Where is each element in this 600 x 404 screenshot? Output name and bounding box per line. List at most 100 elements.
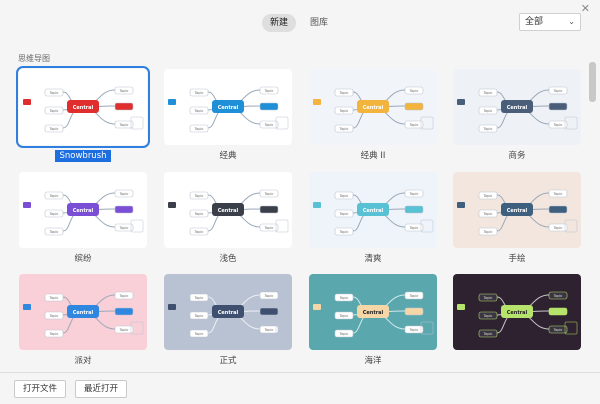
topic-node bbox=[478, 293, 498, 302]
floating-topic-marker bbox=[457, 304, 465, 310]
svg-text:Topic: Topic bbox=[194, 212, 204, 216]
topic-node bbox=[189, 124, 209, 133]
svg-text:Topic: Topic bbox=[339, 127, 349, 131]
topic-node bbox=[334, 329, 354, 338]
topic-node bbox=[44, 106, 64, 115]
svg-text:Topic: Topic bbox=[264, 89, 274, 93]
topic-node bbox=[259, 223, 279, 232]
close-icon[interactable]: ✕ bbox=[580, 2, 590, 15]
svg-text:Central: Central bbox=[363, 310, 384, 316]
svg-text:Topic: Topic bbox=[49, 314, 59, 318]
central-topic-node bbox=[67, 305, 99, 318]
recent-files-button[interactable]: 最近打开 bbox=[75, 380, 128, 398]
svg-text:Central: Central bbox=[507, 105, 528, 111]
svg-text:Topic: Topic bbox=[264, 123, 274, 127]
svg-text:Topic: Topic bbox=[409, 89, 419, 93]
topic-node bbox=[548, 120, 568, 129]
topic-node bbox=[259, 86, 279, 95]
template-label-text: 清爽 bbox=[364, 254, 382, 264]
svg-text:Topic: Topic bbox=[553, 294, 563, 298]
scrollbar-thumb[interactable] bbox=[589, 62, 596, 102]
svg-text:Topic: Topic bbox=[194, 230, 204, 234]
template-label-text: 缤纷 bbox=[74, 254, 92, 264]
topic-node bbox=[114, 189, 134, 198]
template-label: 经典 II bbox=[309, 150, 437, 162]
topic-node bbox=[259, 291, 279, 300]
svg-text:Topic: Topic bbox=[339, 109, 349, 113]
template-label: 正式 bbox=[164, 355, 292, 367]
svg-text:Topic: Topic bbox=[119, 192, 129, 196]
topic-node bbox=[478, 329, 498, 338]
topic-node bbox=[114, 325, 134, 334]
topic-node bbox=[478, 209, 498, 218]
svg-text:Topic: Topic bbox=[49, 332, 59, 336]
svg-text:Topic: Topic bbox=[409, 328, 419, 332]
section-title: 思维导图 bbox=[18, 54, 50, 63]
template-label: 浅色 bbox=[164, 253, 292, 265]
svg-text:Topic: Topic bbox=[483, 127, 493, 131]
floating-topic-marker bbox=[313, 202, 321, 208]
svg-text:Topic: Topic bbox=[49, 109, 59, 113]
central-topic-node bbox=[212, 305, 244, 318]
floating-topic-marker bbox=[168, 202, 176, 208]
svg-text:Topic: Topic bbox=[483, 109, 493, 113]
svg-text:Topic: Topic bbox=[49, 296, 59, 300]
svg-text:Topic: Topic bbox=[339, 296, 349, 300]
topic-node bbox=[478, 106, 498, 115]
svg-text:Topic: Topic bbox=[409, 226, 419, 230]
svg-text:Topic: Topic bbox=[194, 194, 204, 198]
topic-node bbox=[334, 106, 354, 115]
central-topic-node bbox=[67, 203, 99, 216]
chevron-down-icon: ⌄ bbox=[568, 17, 575, 26]
floating-topic-marker bbox=[313, 304, 321, 310]
filter-select[interactable]: 全部 ⌄ bbox=[519, 13, 581, 31]
topic-node bbox=[548, 223, 568, 232]
topic-node bbox=[404, 307, 424, 316]
svg-text:Topic: Topic bbox=[553, 89, 563, 93]
open-file-button[interactable]: 打开文件 bbox=[14, 380, 67, 398]
svg-text:Topic: Topic bbox=[194, 127, 204, 131]
svg-text:Topic: Topic bbox=[119, 294, 129, 298]
topic-node bbox=[44, 329, 64, 338]
template-label-text: 经典 II bbox=[360, 151, 386, 161]
svg-text:Topic: Topic bbox=[339, 212, 349, 216]
topic-node bbox=[259, 120, 279, 129]
topic-node bbox=[548, 325, 568, 334]
topic-node bbox=[44, 293, 64, 302]
template-label: 清爽 bbox=[309, 253, 437, 265]
central-topic-node bbox=[67, 100, 99, 113]
tab-new[interactable]: 新建 bbox=[262, 14, 297, 32]
floating-topic-marker bbox=[457, 202, 465, 208]
filter-select-value: 全部 bbox=[525, 17, 544, 27]
topic-node bbox=[334, 191, 354, 200]
template-label-text: 派对 bbox=[74, 356, 92, 366]
topic-node bbox=[114, 86, 134, 95]
template-label: 商务 bbox=[453, 150, 581, 162]
template-label-text: 正式 bbox=[219, 356, 237, 366]
tab-gallery[interactable]: 图库 bbox=[310, 18, 329, 28]
template-label-text: 海洋 bbox=[364, 356, 382, 366]
central-topic-node bbox=[501, 305, 533, 318]
svg-text:Topic: Topic bbox=[553, 192, 563, 196]
topic-node bbox=[44, 311, 64, 320]
svg-text:Central: Central bbox=[73, 310, 94, 316]
